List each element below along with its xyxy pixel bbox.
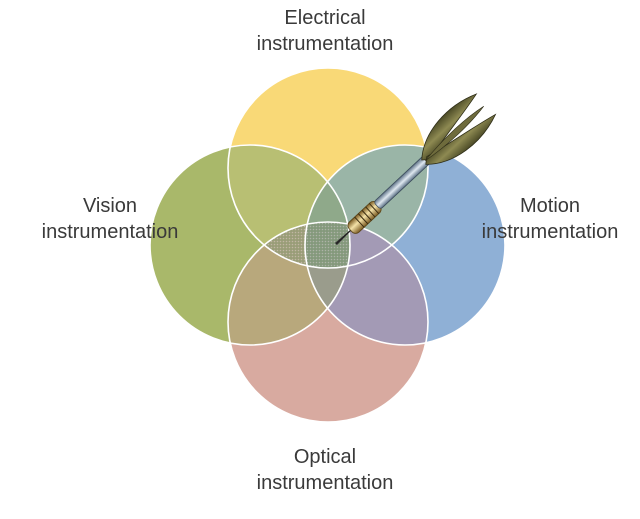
label-electrical-line1: Electrical xyxy=(284,7,366,29)
label-motion-line1: Motion xyxy=(519,195,581,217)
dart-icon xyxy=(334,93,497,246)
circle-outlines xyxy=(149,67,506,423)
label-optical-line2: instrumentation xyxy=(256,472,394,494)
label-motion-line2: instrumentation xyxy=(481,221,619,243)
label-optical-instrumentation: Optical instrumentation xyxy=(220,444,430,496)
label-vision-line2: instrumentation xyxy=(41,221,179,243)
label-optical-line1: Optical xyxy=(293,446,357,468)
label-electrical-line2: instrumentation xyxy=(256,33,394,55)
label-electrical-instrumentation: Electrical instrumentation xyxy=(220,5,430,57)
label-vision-instrumentation: Vision instrumentation xyxy=(10,193,210,245)
label-motion-instrumentation: Motion instrumentation xyxy=(460,193,640,245)
label-vision-line1: Vision xyxy=(82,195,138,217)
